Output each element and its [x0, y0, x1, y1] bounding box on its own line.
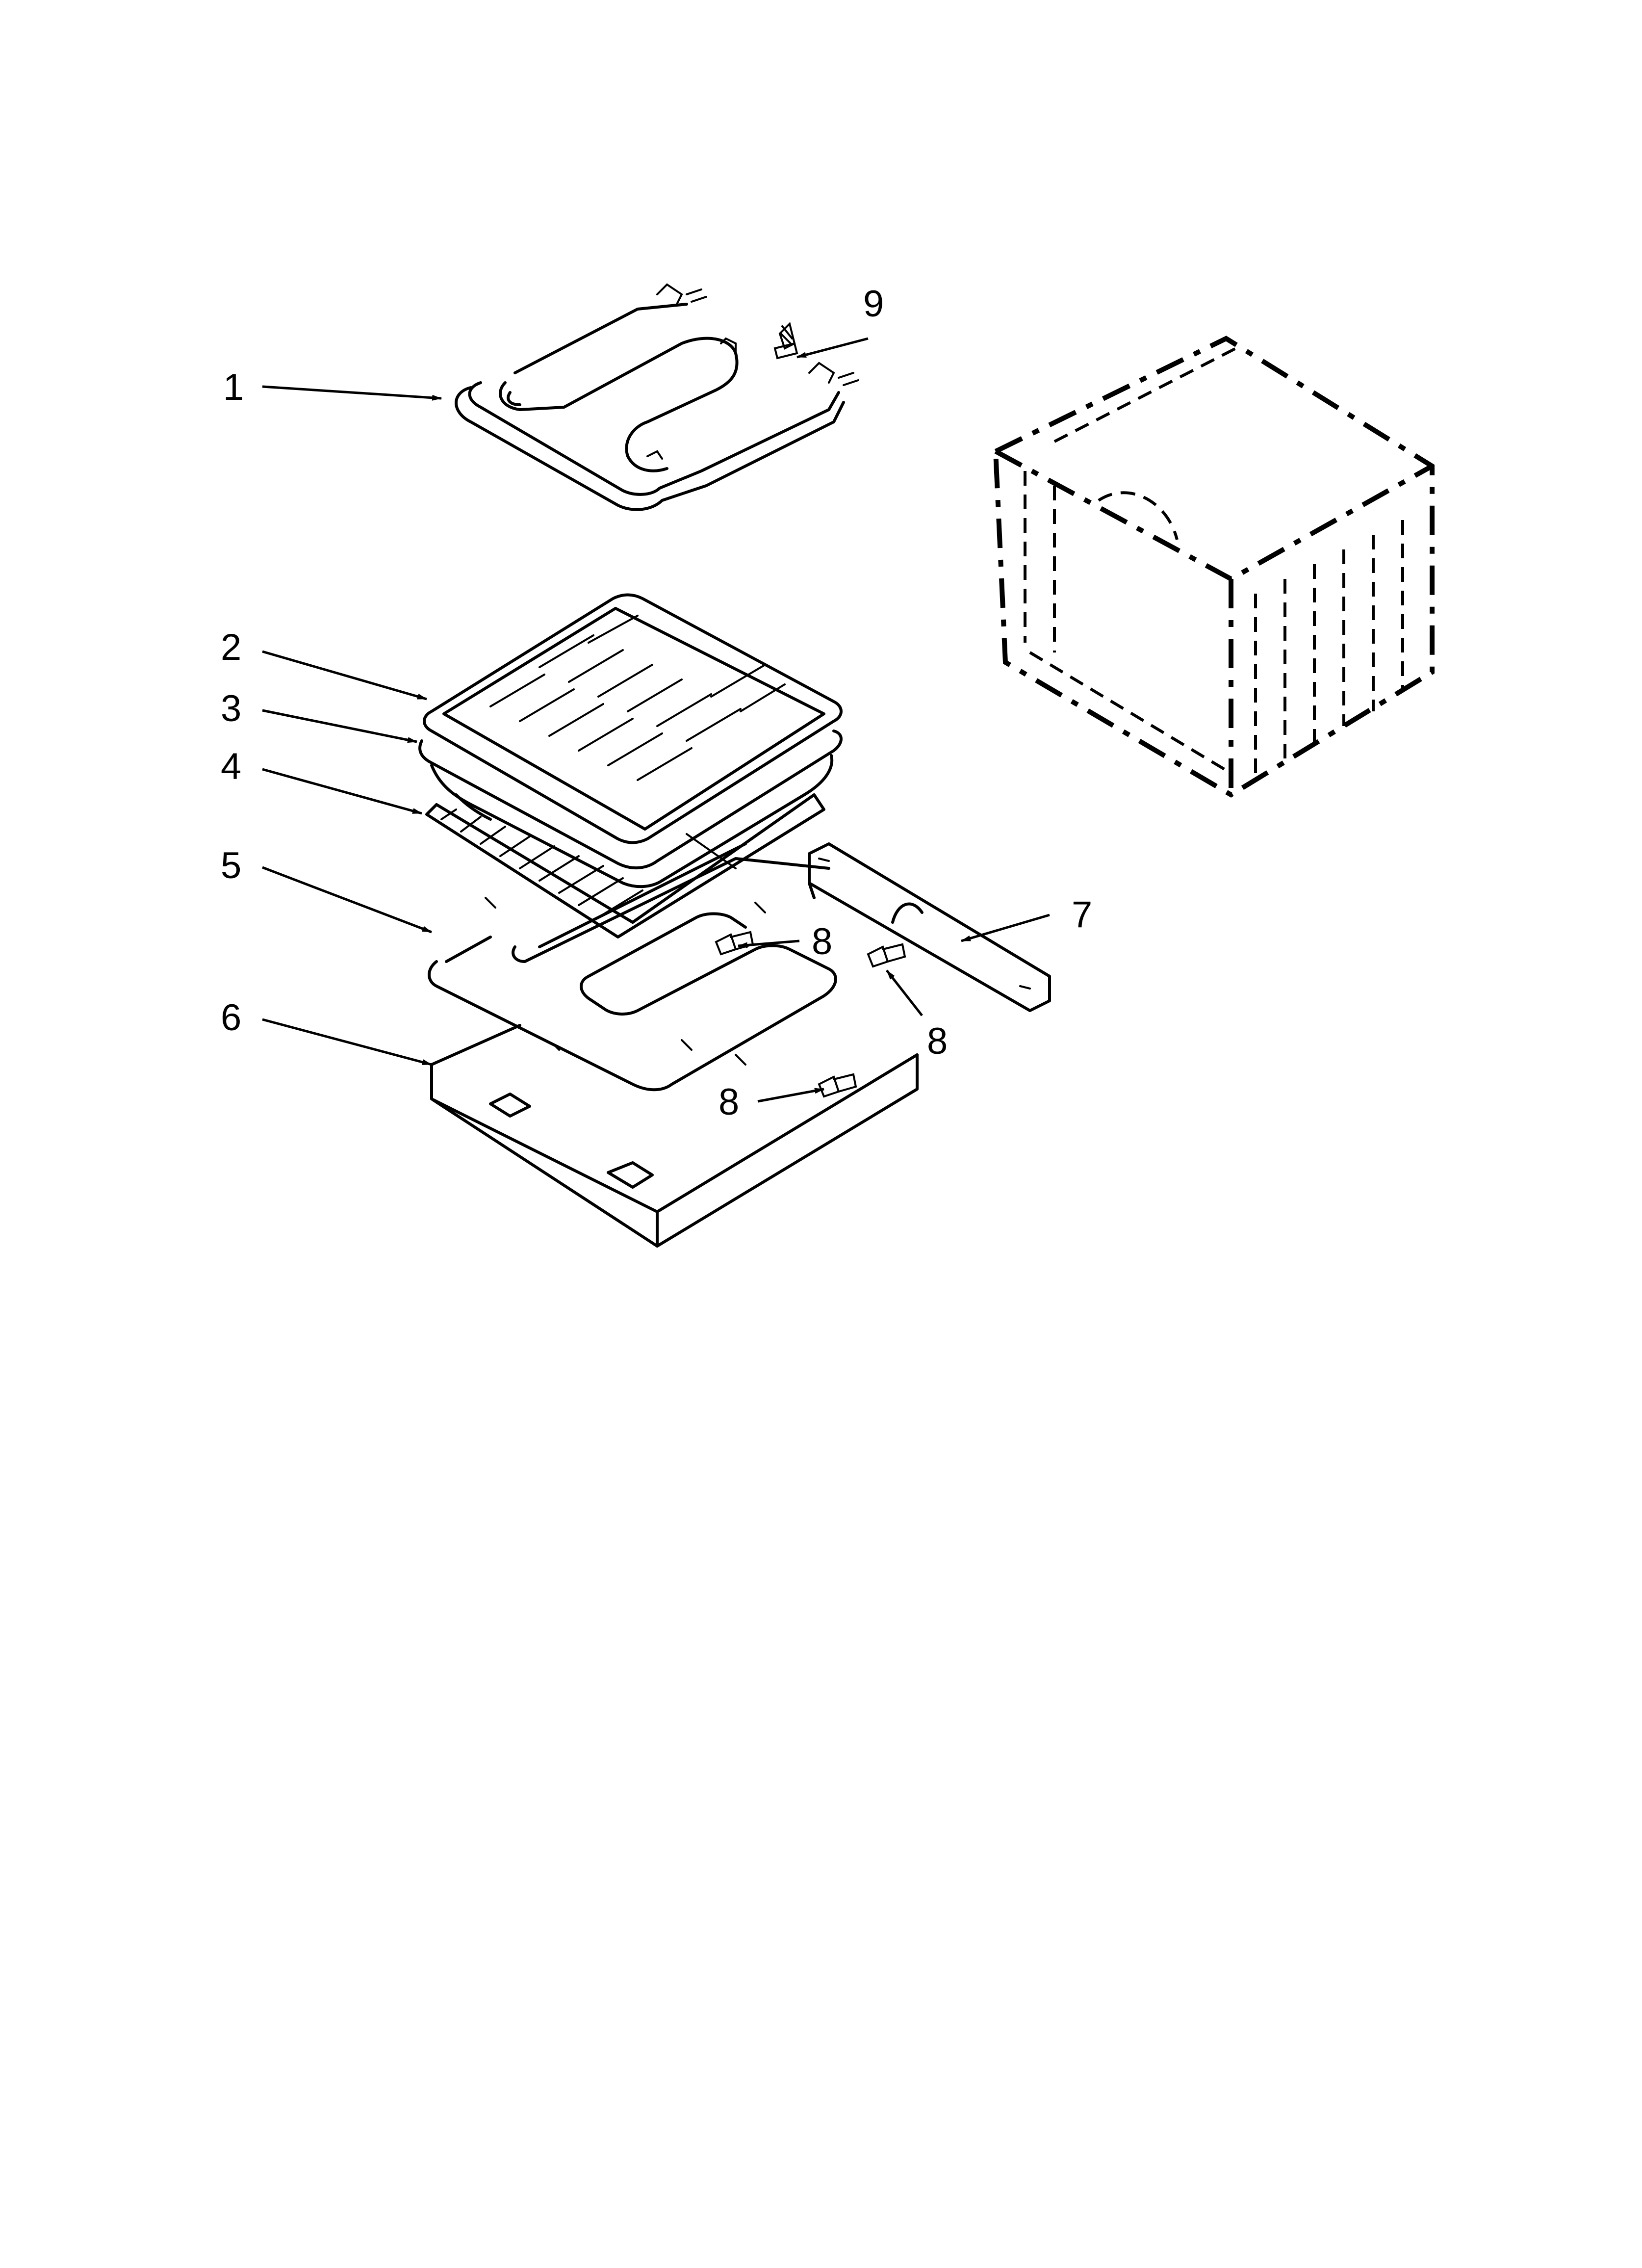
screw-part-8b	[867, 943, 906, 968]
bracket-part-7	[808, 842, 1051, 1012]
leader-lines	[262, 337, 1050, 1103]
callout-3: 3	[221, 688, 241, 730]
callout-1: 1	[223, 366, 244, 408]
callout-8-right: 8	[927, 1020, 948, 1062]
screw-part-9	[773, 322, 798, 360]
broiler-pan-grid-part-2	[423, 593, 843, 844]
callout-8-bottom: 8	[718, 1081, 739, 1123]
bake-element-part-1	[455, 283, 859, 511]
callout-9: 9	[863, 283, 884, 325]
callout-2: 2	[221, 626, 241, 668]
callout-4: 4	[221, 746, 241, 787]
callout-8-top: 8	[812, 921, 832, 963]
callout-6: 6	[221, 997, 241, 1039]
callout-5: 5	[221, 845, 241, 886]
bottom-tray-part-6	[430, 1024, 919, 1248]
callout-7: 7	[1072, 894, 1092, 936]
broil-element-part-5	[428, 842, 837, 1092]
broiler-pan-part-3	[418, 730, 843, 888]
screw-part-8c	[818, 1073, 857, 1098]
screw-part-8a	[715, 931, 754, 956]
oven-cavity-outline	[993, 336, 1435, 798]
